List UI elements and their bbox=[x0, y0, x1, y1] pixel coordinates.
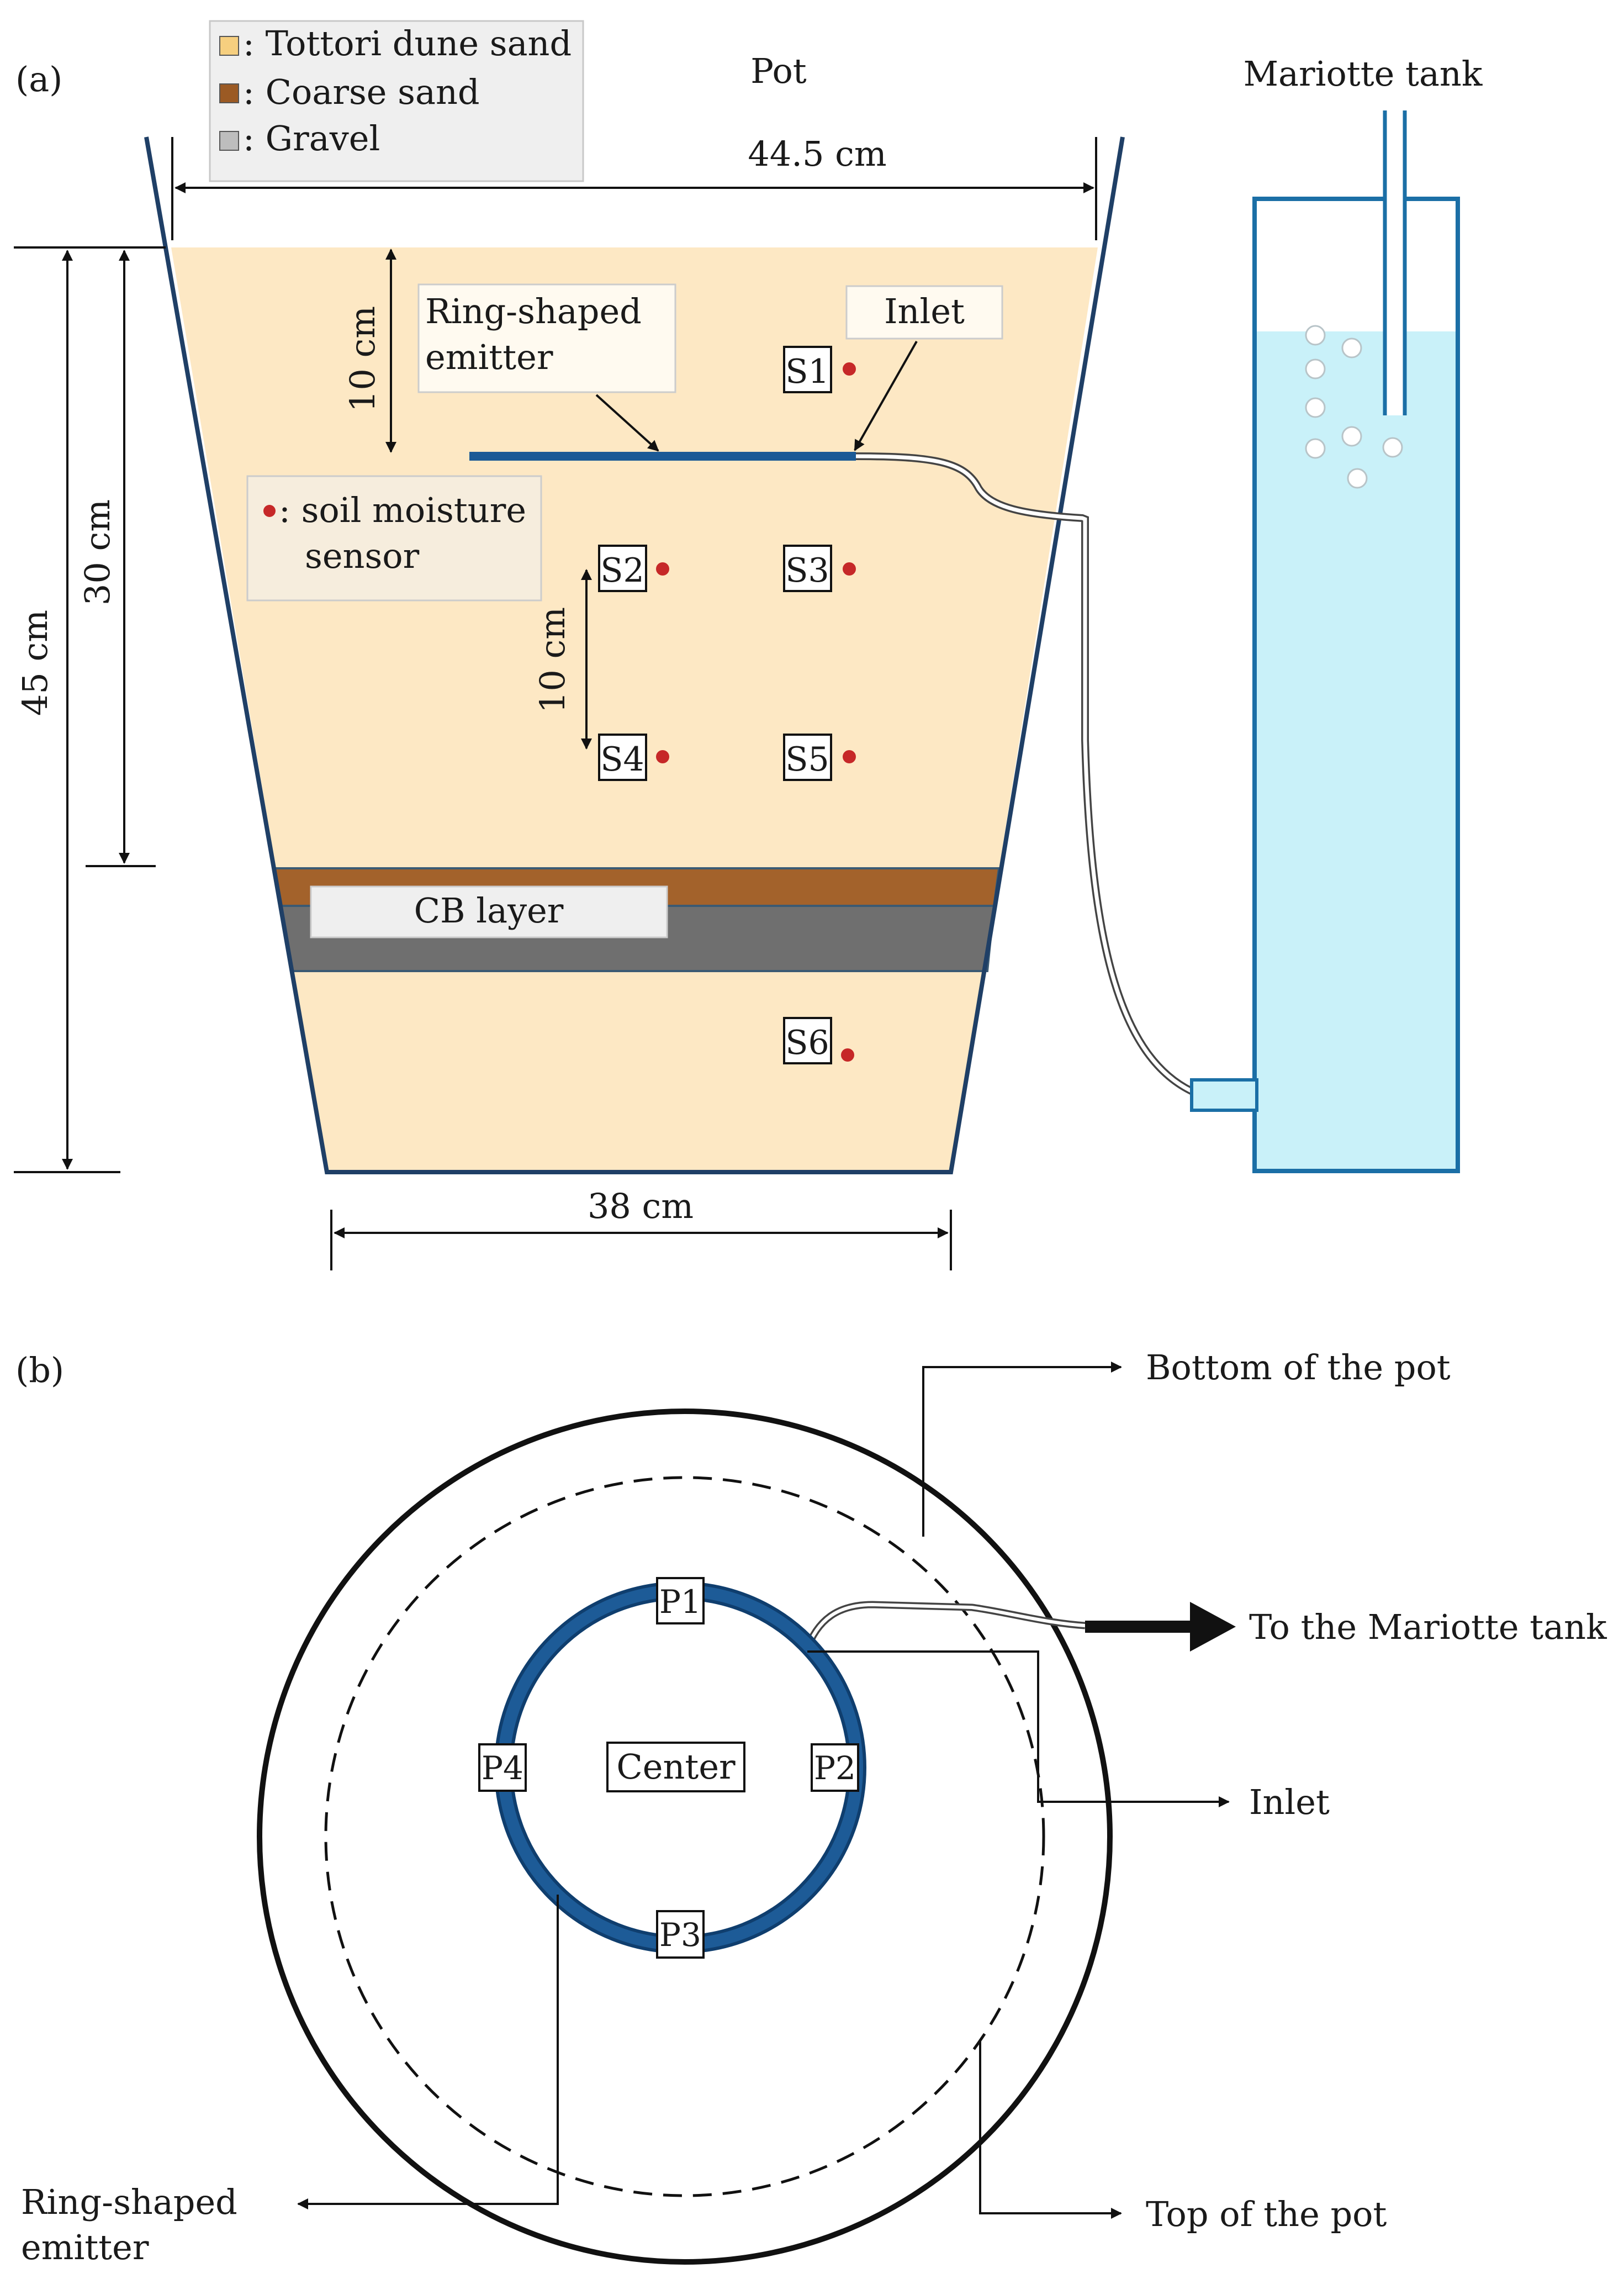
tank-outlet-port bbox=[1190, 1078, 1258, 1112]
sensor-s6: S6 bbox=[783, 1017, 854, 1064]
sensor-s4: S4 bbox=[598, 734, 669, 781]
tank-air-tube-bg bbox=[1385, 110, 1405, 415]
top-width-label: 44.5 cm bbox=[748, 134, 886, 174]
point-p4-label: P4 bbox=[482, 1749, 523, 1787]
legend-box bbox=[209, 20, 584, 182]
tank-water bbox=[1255, 331, 1458, 1171]
center-box bbox=[606, 1742, 745, 1792]
callout-top-line bbox=[979, 2041, 1122, 2219]
sensor-s5: S5 bbox=[783, 734, 856, 781]
panel-a-label: (a) bbox=[15, 59, 62, 99]
sensor-legend-line1: : soil moisture bbox=[279, 490, 526, 530]
legend-label-gravel: : Gravel bbox=[243, 118, 380, 159]
sensor-s2-dot bbox=[656, 562, 669, 576]
tank-outline bbox=[1252, 197, 1460, 1173]
pot-wall-left bbox=[144, 136, 1125, 1174]
sensor-s4-box bbox=[598, 734, 647, 781]
air-bubble bbox=[1305, 397, 1326, 418]
legend-swatch-coarse-sand bbox=[219, 83, 239, 103]
inlet-label-pointer bbox=[854, 341, 918, 451]
sensor-s1-label: S1 bbox=[785, 352, 829, 391]
air-bubble bbox=[1305, 438, 1326, 459]
callout-bottom-line bbox=[922, 1362, 1122, 1537]
emitter-label-line1: Ring-shaped bbox=[425, 291, 642, 331]
sensor-s6-label: S6 bbox=[785, 1024, 829, 1062]
point-p2-label: P2 bbox=[814, 1749, 856, 1787]
callout-tank-arrowhead bbox=[1190, 1602, 1236, 1652]
air-bubble bbox=[1305, 358, 1326, 379]
inlet-label-box bbox=[845, 285, 1003, 340]
legend-swatch-gravel bbox=[219, 131, 239, 151]
sensor-s2-label: S2 bbox=[600, 551, 644, 590]
mariotte-tank bbox=[1190, 110, 1460, 1173]
legend-label-dune-sand: : Tottori dune sand bbox=[243, 23, 572, 64]
sensor-s1-box bbox=[783, 346, 832, 393]
pot-bottom-outline bbox=[324, 1476, 1045, 2197]
sensor-s6-box bbox=[783, 1017, 832, 1064]
sensor-legend-line2: sensor bbox=[305, 536, 420, 576]
air-bubble bbox=[1341, 337, 1362, 358]
sensor-s3-label: S3 bbox=[785, 551, 829, 590]
sensor-s5-label: S5 bbox=[785, 740, 829, 779]
sensor-legend-box bbox=[246, 475, 542, 602]
sensor-s3-dot bbox=[843, 562, 856, 576]
cb-layer-box bbox=[310, 885, 668, 938]
point-p1-label: P1 bbox=[659, 1583, 701, 1621]
sensor-s1: S1 bbox=[783, 346, 856, 393]
sensor-s6-dot bbox=[841, 1048, 854, 1062]
sensor-spacing-label: 10 cm bbox=[532, 607, 573, 713]
callout-top-label: Top of the pot bbox=[1146, 2194, 1387, 2234]
callout-inlet-label: Inlet bbox=[1249, 1782, 1330, 1822]
callout-emitter-line1: Ring-shaped bbox=[21, 2182, 237, 2222]
supply-tube-inner bbox=[855, 454, 1198, 1096]
panel-a: (a) CB layer : Tottori dune sand : Coars… bbox=[14, 20, 1483, 1270]
legend-swatch-dune-sand bbox=[219, 36, 239, 56]
point-p2-box bbox=[811, 1743, 859, 1792]
inlet-label: Inlet bbox=[884, 291, 965, 331]
pot-top-outline bbox=[257, 1409, 1113, 2265]
air-bubble bbox=[1347, 468, 1368, 489]
panel-b: (b) P1 P2 P3 P4 Center Bottom of the pot… bbox=[15, 1347, 1607, 2267]
air-bubble bbox=[1341, 426, 1362, 447]
sensor-legend-dot bbox=[263, 505, 276, 517]
emitter-label-box bbox=[417, 283, 676, 393]
upper-depth-label: 30 cm bbox=[77, 499, 118, 605]
center-label: Center bbox=[616, 1747, 736, 1787]
emitter-label-line2: emitter bbox=[425, 337, 553, 377]
legend-label-coarse-sand: : Coarse sand bbox=[243, 72, 480, 112]
point-p4-box bbox=[478, 1743, 527, 1792]
sensor-s3-box bbox=[783, 545, 832, 592]
material-legend: : Tottori dune sand : Coarse sand : Grav… bbox=[209, 20, 584, 182]
sensor-s5-box bbox=[783, 734, 832, 781]
panel-b-label: (b) bbox=[15, 1350, 64, 1390]
air-bubble bbox=[1305, 325, 1326, 346]
emitter-depth-label: 10 cm bbox=[342, 306, 383, 412]
callout-emitter-line bbox=[297, 1895, 559, 2209]
tank-title: Mariotte tank bbox=[1244, 54, 1483, 94]
sensor-s2-box bbox=[598, 545, 647, 592]
sensor-s5-dot bbox=[843, 750, 856, 763]
sensor-s2: S2 bbox=[598, 545, 669, 592]
callout-emitter-line2: emitter bbox=[21, 2227, 149, 2267]
sensor-s1-dot bbox=[843, 362, 856, 376]
emitter-label-pointer bbox=[595, 394, 659, 452]
ring-tube-inner bbox=[805, 1602, 1086, 1652]
point-p3-box bbox=[656, 1910, 705, 1959]
callout-bottom-label: Bottom of the pot bbox=[1146, 1347, 1451, 1388]
callout-inlet-line bbox=[807, 1650, 1230, 1807]
sensor-s4-dot bbox=[656, 750, 669, 763]
cb-layer-label: CB layer bbox=[414, 890, 564, 931]
point-p3-label: P3 bbox=[659, 1916, 701, 1954]
sensor-s3: S3 bbox=[783, 545, 856, 592]
callout-tank-label: To the Mariotte tank bbox=[1249, 1607, 1607, 1647]
bottom-width-label: 38 cm bbox=[588, 1186, 694, 1226]
sensor-s4-label: S4 bbox=[600, 740, 644, 779]
pot-title: Pot bbox=[750, 51, 807, 91]
total-height-label: 45 cm bbox=[15, 610, 55, 716]
point-p1-box bbox=[656, 1577, 705, 1624]
air-bubble bbox=[1382, 437, 1403, 458]
